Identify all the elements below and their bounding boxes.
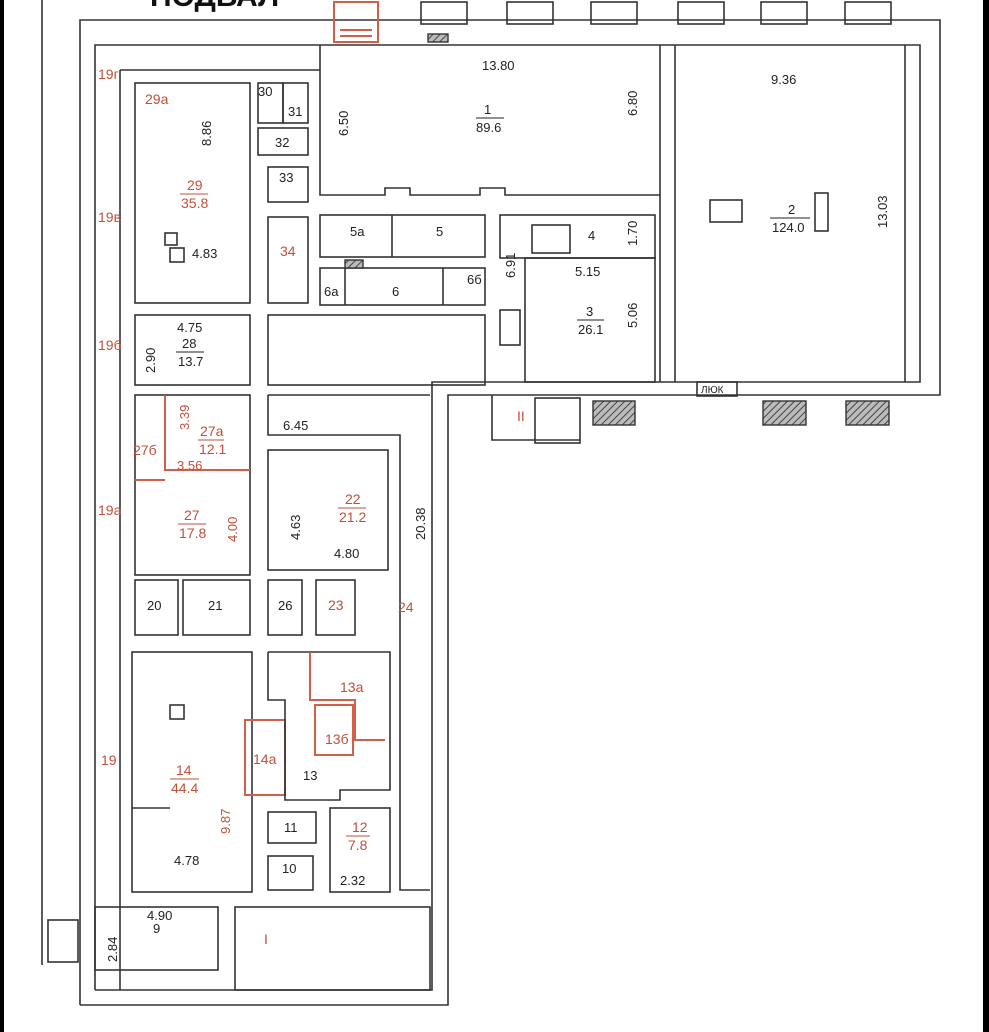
room-29-number: 29 [187, 177, 203, 193]
dim-stair-length: 6.91 [503, 253, 518, 278]
room-3-number: 3 [586, 304, 593, 319]
room-13b-number: 13б [325, 731, 349, 747]
room-14-area: 44.4 [171, 780, 198, 796]
room-11-number: 11 [284, 820, 298, 835]
room-27a-number: 27а [200, 423, 224, 439]
dim-corridor-width: 6.45 [283, 418, 308, 433]
room-27b-number: 27б [133, 442, 157, 458]
dim-room22-width: 4.80 [334, 546, 359, 561]
room-19-number: 19 [101, 752, 117, 768]
room-19g-number: 19г [98, 66, 119, 82]
dim-room27a-width: 3.56 [177, 458, 202, 473]
room-6b-number: 6б [467, 272, 482, 287]
plan-title: ПОДВАЛ [150, 0, 279, 13]
dim-room3-height: 5.06 [625, 303, 640, 328]
dim-corridor-length: 20.38 [413, 507, 428, 540]
dim-room14-height: 9.87 [218, 809, 233, 834]
room-22-area: 21.2 [339, 509, 366, 525]
rooms [94, 45, 829, 991]
dim-room1-height: 6.50 [336, 111, 351, 136]
dim-room9-width: 4.90 [147, 908, 172, 923]
top-windows [333, 1, 892, 43]
dim-room2-height: 13.03 [875, 195, 890, 228]
room-33-number: 33 [279, 170, 293, 185]
stairs [47, 224, 581, 963]
outer-walls [41, 0, 941, 1006]
dim-room28-width: 4.75 [177, 320, 202, 335]
dim-room22-height: 4.63 [288, 515, 303, 540]
scan-border-left [0, 0, 4, 1032]
room-19a-number: 19а [98, 502, 122, 518]
room-13-number: 13 [303, 768, 317, 783]
room-2-number: 2 [788, 202, 795, 217]
dim-room28-height: 2.90 [143, 348, 158, 373]
dim-room4-height: 1.70 [625, 221, 640, 246]
room-10-number: 10 [282, 861, 296, 876]
room-21-number: 21 [208, 598, 222, 613]
room-20-number: 20 [147, 598, 161, 613]
room-28-number: 28 [182, 336, 196, 351]
room-31-number: 31 [288, 104, 302, 119]
dim-room27a-height: 3.39 [177, 405, 192, 430]
room-4-number: 4 [588, 228, 595, 243]
room-32-number: 32 [275, 135, 289, 150]
room-23-number: 23 [328, 597, 344, 613]
room-24-number: 24 [398, 599, 414, 615]
dim-room12-width: 2.32 [340, 873, 365, 888]
dim-room29-width: 4.83 [192, 246, 217, 261]
room-30-number: 30 [258, 84, 272, 99]
room-27-area: 17.8 [179, 525, 206, 541]
room-26-number: 26 [278, 598, 292, 613]
room-29-area: 35.8 [181, 195, 208, 211]
stair-II-label: II [517, 408, 525, 424]
dim-room2-width: 9.36 [771, 72, 796, 87]
scan-border-right [983, 0, 989, 1032]
dim-room14-width: 4.78 [174, 853, 199, 868]
room-labels: 1 89.6 2 124.0 3 26.1 4 5 5а 6 6а 6б 30 … [98, 66, 810, 947]
room-1-number: 1 [484, 102, 491, 117]
room-1-area: 89.6 [476, 120, 501, 135]
dim-room27-height: 4.00 [225, 517, 240, 542]
dim-room29-height: 8.86 [199, 121, 214, 146]
room-9-number: 9 [153, 921, 160, 936]
room-27-number: 27 [184, 507, 200, 523]
room-14a-number: 14а [253, 751, 277, 767]
hatch-box [696, 381, 738, 397]
dimension-labels: 13.80 6.50 6.80 9.36 13.03 5.15 5.06 1.7… [105, 58, 890, 962]
room-22-number: 22 [345, 491, 361, 507]
room-13a-number: 13а [340, 679, 364, 695]
hatch-label: ЛЮК [701, 385, 724, 396]
room-12-number: 12 [352, 819, 368, 835]
room-29a-number: 29а [145, 91, 169, 107]
room-6a-number: 6а [324, 284, 339, 299]
room-27a-area: 12.1 [199, 441, 226, 457]
room-5a-number: 5а [350, 224, 365, 239]
room-12-area: 7.8 [348, 837, 368, 853]
room-19v-number: 19в [98, 209, 121, 225]
room-2-area: 124.0 [772, 220, 805, 235]
room-3-area: 26.1 [578, 322, 603, 337]
stair-I-label: I [264, 931, 268, 947]
window-pits: ЛЮК [592, 381, 890, 426]
dim-room3-width: 5.15 [575, 264, 600, 279]
room-28-area: 13.7 [178, 354, 203, 369]
dim-room1-height-right: 6.80 [625, 91, 640, 116]
room-5-number: 5 [436, 224, 443, 239]
dim-room1-width: 13.80 [482, 58, 515, 73]
room-14-number: 14 [176, 762, 192, 778]
dim-room9-height: 2.84 [105, 937, 120, 962]
room-6-number: 6 [392, 284, 399, 299]
room-19b-number: 19б [98, 337, 122, 353]
room-34-number: 34 [280, 243, 296, 259]
